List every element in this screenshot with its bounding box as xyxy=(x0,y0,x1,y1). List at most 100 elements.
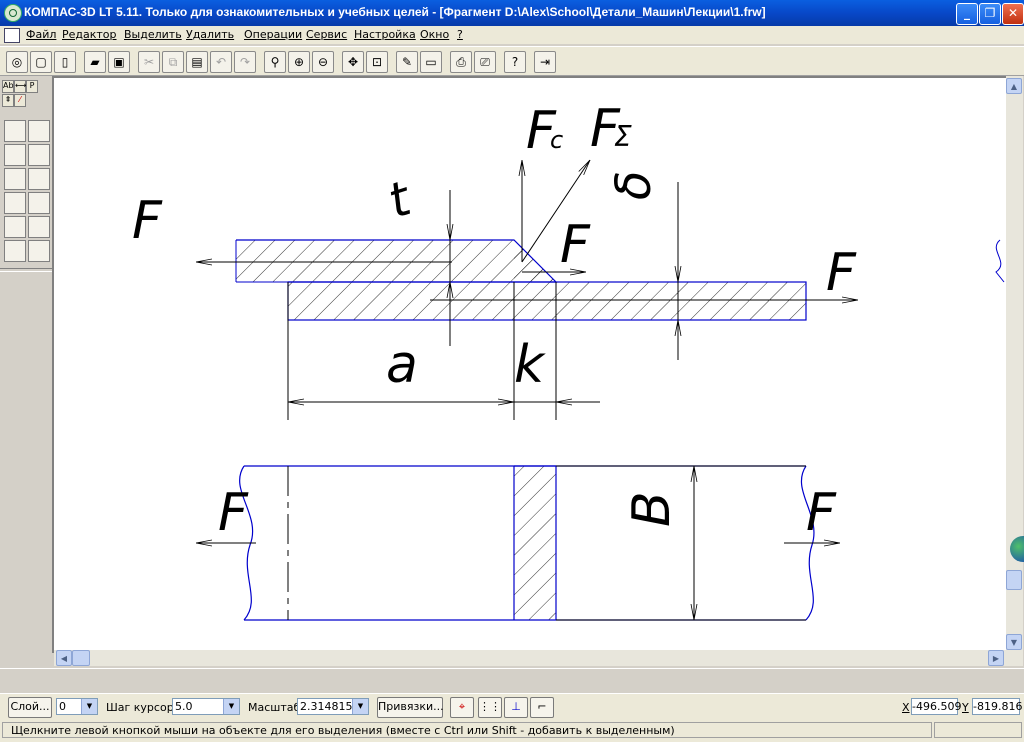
zoom-fit-icon[interactable]: ⊡ xyxy=(366,51,388,73)
ortho-icon[interactable]: ⌐ xyxy=(530,697,554,718)
redo-icon[interactable]: ↷ xyxy=(234,51,256,73)
new-document-icon[interactable]: ▯ xyxy=(54,51,76,73)
menu-service[interactable]: Сервис xyxy=(306,28,348,41)
weld-section-hatch[interactable] xyxy=(514,466,556,620)
bottom-plate-hatch[interactable] xyxy=(288,282,806,320)
ellipse-tool-icon[interactable] xyxy=(4,192,26,214)
menu-operations[interactable]: Операции xyxy=(244,28,303,41)
chevron-down-icon[interactable]: ▼ xyxy=(223,699,239,714)
menu-editor[interactable]: Редактор xyxy=(62,28,117,41)
pan-icon[interactable]: ✥ xyxy=(342,51,364,73)
menu-settings[interactable]: Настройка xyxy=(354,28,416,41)
menu-window[interactable]: Окно xyxy=(420,28,450,41)
lower-view: F B F xyxy=(196,465,840,621)
circle-tool-icon[interactable] xyxy=(4,168,26,190)
layer-select[interactable]: 0 ▼ xyxy=(56,698,98,715)
zoom-icon[interactable]: ⚲ xyxy=(264,51,286,73)
label-F-bottom-right[interactable]: F xyxy=(806,483,837,543)
properties-icon[interactable]: ✎ xyxy=(396,51,418,73)
snap-button[interactable]: Привязки... xyxy=(377,697,444,718)
compact-panel: Ab ⟷ P ⇞ ⁄ xyxy=(0,76,52,666)
tab-geometry[interactable]: Ab xyxy=(2,80,14,93)
label-F-mid[interactable]: F xyxy=(560,215,591,275)
chamfer-tool-icon[interactable] xyxy=(28,216,50,238)
label-Fsum-sub[interactable]: Σ xyxy=(614,120,632,153)
line-tool-icon[interactable] xyxy=(4,144,26,166)
zoom-out-icon[interactable]: ⊖ xyxy=(312,51,334,73)
local-cs-icon[interactable]: ⊥ xyxy=(504,697,528,718)
scale-select[interactable]: 2.314815 ▼ xyxy=(297,698,369,715)
label-F-left[interactable]: F xyxy=(132,191,163,251)
label-delta[interactable]: δ xyxy=(606,171,662,200)
scroll-up-icon[interactable]: ▲ xyxy=(1006,78,1022,94)
document-icon[interactable] xyxy=(4,28,20,43)
tab-measure[interactable]: ⁄ xyxy=(14,94,26,107)
top-plate-hatch[interactable] xyxy=(236,240,514,282)
x-coordinate[interactable]: -496.509 xyxy=(911,698,962,715)
drawing-canvas[interactable]: F t F c F Σ δ F F a k F B F xyxy=(52,76,1008,653)
fillet-tool-icon[interactable] xyxy=(4,216,26,238)
curve-tool-icon[interactable] xyxy=(28,120,50,142)
scroll-right-icon[interactable]: ▶ xyxy=(988,650,1004,666)
menu-select[interactable]: Выделить xyxy=(124,28,182,41)
label-t[interactable]: t xyxy=(382,170,419,230)
zoom-in-icon[interactable]: ⊕ xyxy=(288,51,310,73)
vertical-scroll-thumb[interactable] xyxy=(1006,570,1022,590)
grid-icon[interactable]: ⋮⋮ xyxy=(478,697,502,718)
hint-text: Щелкните левой кнопкой мыши на объекте д… xyxy=(2,722,932,738)
label-F-right[interactable]: F xyxy=(826,243,857,303)
horizontal-scrollbar[interactable]: ◀ ▶ xyxy=(54,650,1006,666)
point-tool-icon[interactable] xyxy=(4,120,26,142)
label-B[interactable]: B xyxy=(622,491,682,527)
new-3d-icon[interactable]: ◎ xyxy=(6,51,28,73)
scroll-down-icon[interactable]: ▼ xyxy=(1006,634,1022,650)
open-icon[interactable]: ▰ xyxy=(84,51,106,73)
print-icon[interactable]: ⎚ xyxy=(474,51,496,73)
step-label: Шаг курсора xyxy=(106,701,181,714)
exit-icon[interactable]: ⇥ xyxy=(534,51,556,73)
copy-icon[interactable]: ⧉ xyxy=(162,51,184,73)
label-F-bottom-left[interactable]: F xyxy=(218,483,249,543)
tab-edit[interactable]: ⇞ xyxy=(2,94,14,107)
save-icon[interactable]: ▣ xyxy=(108,51,130,73)
minimize-button[interactable]: _ xyxy=(956,3,978,25)
hatch-tool-icon[interactable] xyxy=(28,240,50,262)
paste-icon[interactable]: ▤ xyxy=(186,51,208,73)
label-Fsum[interactable]: F xyxy=(590,99,621,159)
undo-icon[interactable]: ↶ xyxy=(210,51,232,73)
chevron-down-icon[interactable]: ▼ xyxy=(352,699,368,714)
spline-tool-icon[interactable] xyxy=(28,192,50,214)
chevron-down-icon[interactable]: ▼ xyxy=(81,699,97,714)
horizontal-scroll-thumb[interactable] xyxy=(72,650,90,666)
title-bar[interactable]: КОМПАС-3D LT 5.11. Только для ознакомите… xyxy=(0,0,1024,26)
y-coordinate[interactable]: -819.816 xyxy=(972,698,1023,715)
layer-button[interactable]: Слой... xyxy=(8,697,52,718)
preview-icon[interactable]: ⎙ xyxy=(450,51,472,73)
panel-separator xyxy=(0,268,52,272)
step-select[interactable]: 5.0 ▼ xyxy=(172,698,240,715)
menu-file[interactable]: Файл xyxy=(26,28,57,41)
restore-button[interactable]: ❐ xyxy=(979,3,1001,25)
cut-icon[interactable]: ✂ xyxy=(138,51,160,73)
close-button[interactable]: ✕ xyxy=(1002,3,1024,25)
kompas-app-icon[interactable] xyxy=(4,4,22,22)
menu-help[interactable]: ? xyxy=(457,28,463,41)
tab-parameters[interactable]: P xyxy=(26,80,38,93)
arc-tool-icon[interactable] xyxy=(28,168,50,190)
menu-delete[interactable]: Удалить xyxy=(186,28,235,41)
new-fragment-icon[interactable]: ▢ xyxy=(30,51,52,73)
label-a[interactable]: a xyxy=(386,335,418,395)
snap-toggle-icon[interactable]: ⌖ xyxy=(450,697,474,718)
label-k[interactable]: k xyxy=(514,335,546,395)
vertical-scrollbar[interactable]: ▲ ▼ xyxy=(1006,76,1023,666)
label-Fc-sub[interactable]: c xyxy=(550,126,563,154)
scroll-left-icon[interactable]: ◀ xyxy=(56,650,72,666)
break-line-right[interactable] xyxy=(800,465,815,621)
help-icon[interactable]: ? xyxy=(504,51,526,73)
label-Fc[interactable]: F xyxy=(526,101,557,161)
break-line-left[interactable] xyxy=(239,465,254,621)
tab-dimensions[interactable]: ⟷ xyxy=(14,80,26,93)
segment-tool-icon[interactable] xyxy=(28,144,50,166)
rectangle-tool-icon[interactable] xyxy=(4,240,26,262)
layer-icon[interactable]: ▭ xyxy=(420,51,442,73)
